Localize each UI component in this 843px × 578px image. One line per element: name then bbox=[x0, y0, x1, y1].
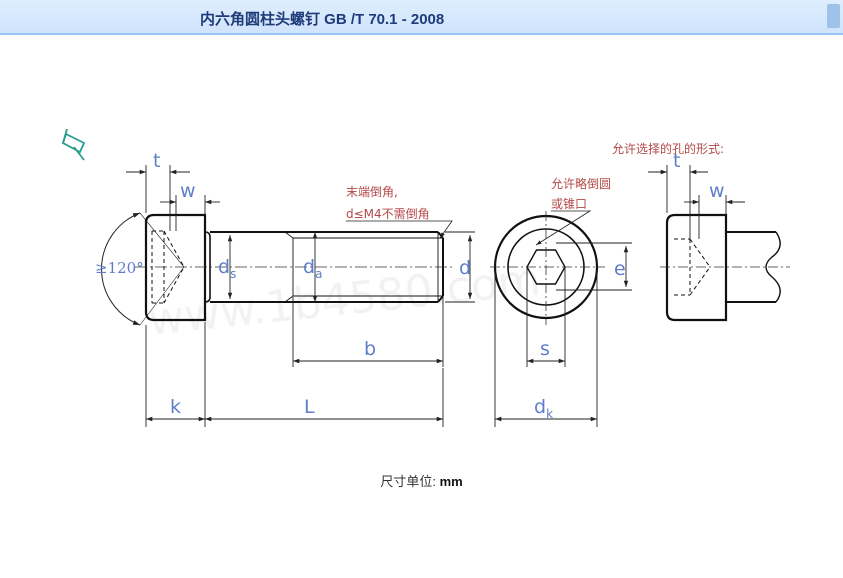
label-w2: w bbox=[709, 180, 725, 202]
label-t: t bbox=[153, 150, 160, 172]
unit-line: 尺寸单位: mm bbox=[0, 471, 843, 490]
screw-side-view bbox=[144, 213, 444, 322]
label-dk: dk bbox=[534, 396, 553, 421]
screw-technical-drawing: www.1b4580.com bbox=[61, 128, 790, 427]
label-k: k bbox=[170, 396, 181, 418]
label-w: w bbox=[180, 180, 196, 202]
label-e: e bbox=[614, 258, 626, 280]
note-hole-chamfer-2: 或锥口 bbox=[551, 197, 587, 211]
note-hole-chamfer-1: 允许略倒圆 bbox=[551, 176, 611, 191]
label-d: d bbox=[459, 257, 471, 279]
title-bar: 内六角圆柱头螺钉 GB /T 70.1 - 2008 bbox=[0, 0, 843, 35]
page-title: 内六角圆柱头螺钉 GB /T 70.1 - 2008 bbox=[200, 11, 445, 28]
label-s: s bbox=[540, 338, 550, 360]
label-L: L bbox=[304, 396, 315, 418]
dim-w bbox=[160, 195, 220, 231]
alt-hole-view bbox=[665, 213, 781, 322]
unit-label: 尺寸单位: bbox=[380, 474, 436, 489]
label-t2: t bbox=[673, 150, 680, 172]
label-da: da bbox=[303, 256, 322, 281]
note-hole-form: 允许选择的孔的形式: bbox=[612, 141, 724, 156]
dim-t bbox=[126, 165, 190, 231]
note-end-chamfer: 末端倒角, bbox=[346, 185, 398, 199]
label-b: b bbox=[364, 338, 376, 360]
note-no-chamfer: d≤M4不需倒角 bbox=[346, 207, 430, 221]
title-bar-button[interactable] bbox=[827, 4, 840, 28]
pin-icon[interactable] bbox=[61, 128, 86, 161]
angle-arc bbox=[101, 212, 141, 326]
label-ds: ds bbox=[218, 256, 236, 281]
unit-value: mm bbox=[439, 474, 463, 489]
angle-label: ≥120° bbox=[95, 259, 144, 277]
